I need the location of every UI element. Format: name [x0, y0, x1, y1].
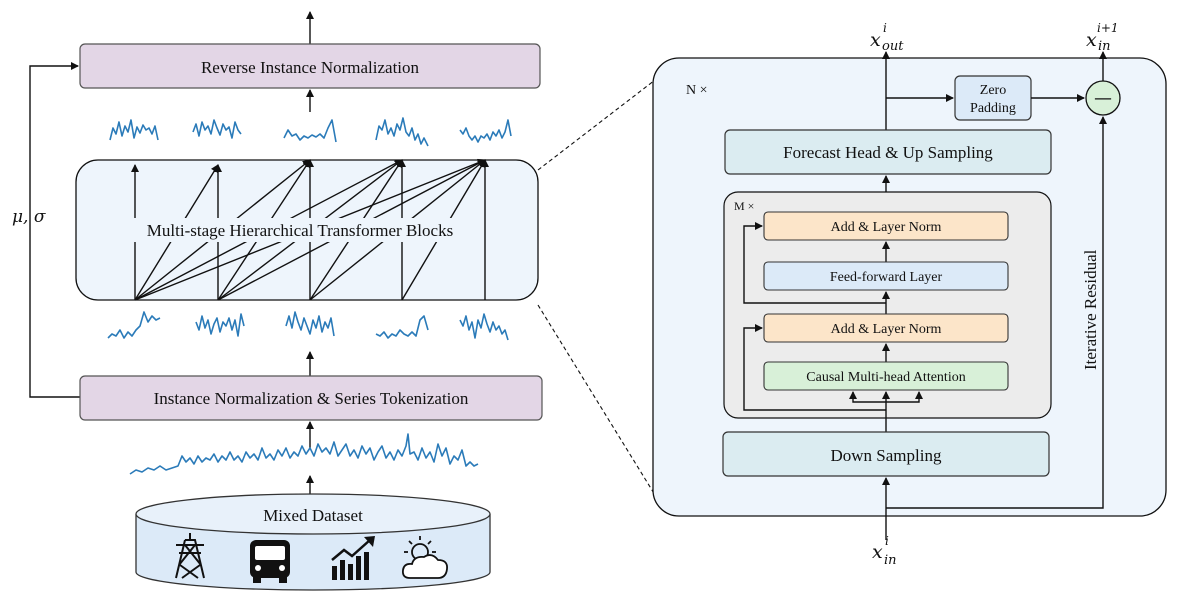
svg-text:i: i [885, 534, 889, 548]
output-wave-3 [283, 119, 337, 143]
attention-inputs [849, 391, 923, 432]
m-times-label: M × [734, 199, 754, 213]
svg-text:x: x [870, 29, 881, 51]
svg-text:Down Sampling: Down Sampling [831, 446, 942, 465]
svg-text:Zero: Zero [980, 83, 1006, 98]
ffn-box: Feed-forward Layer [763, 261, 1009, 291]
svg-text:x: x [872, 541, 883, 563]
svg-text:Padding: Padding [970, 101, 1016, 116]
sun-cloud-icon [401, 536, 448, 579]
svg-text:i+1: i+1 [1097, 21, 1119, 35]
x-out-label: x i out [870, 21, 904, 54]
iterative-residual-label: Iterative Residual [1081, 249, 1100, 370]
stats-skip-path [29, 62, 80, 398]
input-wave-1 [107, 311, 161, 339]
reverse-norm-box: Reverse Instance Normalization [79, 43, 541, 89]
output-wave-1 [109, 119, 159, 141]
svg-text:Forecast Head & Up Sampling: Forecast Head & Up Sampling [783, 143, 993, 162]
hier-label-bg [132, 218, 482, 242]
residual-attn-path [743, 324, 886, 411]
input-wave-4 [375, 315, 429, 339]
input-wave-5 [459, 313, 509, 341]
input-wave-2 [195, 313, 245, 337]
mu-sigma-label: μ, σ [12, 207, 46, 227]
svg-text:in: in [1098, 39, 1111, 54]
x-in-label: x i in [872, 534, 897, 568]
input-token-waves [107, 311, 509, 341]
output-wave-5 [459, 119, 512, 143]
forecast-head-box: Forecast Head & Up Sampling [724, 129, 1052, 175]
iterative-residual-path [886, 116, 1107, 509]
minus-icon: — [1094, 88, 1112, 109]
svg-text:i: i [883, 21, 887, 35]
hier-blocks-label: Multi-stage Hierarchical Transformer Blo… [147, 221, 453, 240]
add-norm-bottom-box: Add & Layer Norm [763, 313, 1009, 343]
raw-series-wave [129, 433, 479, 475]
residual-ffn-path [743, 222, 886, 304]
inst-norm-box: Instance Normalization & Series Tokeniza… [79, 375, 543, 421]
input-wave-3 [285, 311, 335, 337]
svg-text:Add & Layer Norm: Add & Layer Norm [831, 322, 942, 337]
chart-growth-icon [331, 536, 375, 580]
output-wave-2 [192, 119, 242, 139]
down-sampling-box: Down Sampling [722, 431, 1050, 477]
svg-text:Feed-forward Layer: Feed-forward Layer [830, 270, 943, 285]
svg-text:x: x [1086, 29, 1097, 51]
svg-text:out: out [882, 39, 904, 54]
x-in-next-label: x i+1 in [1086, 21, 1119, 54]
mixed-dataset-label: Mixed Dataset [263, 506, 363, 525]
n-times-label: N × [686, 83, 708, 98]
svg-text:Causal Multi-head Attention: Causal Multi-head Attention [806, 370, 965, 385]
attention-box: Causal Multi-head Attention [763, 361, 1009, 391]
power-tower-icon [175, 533, 205, 579]
reverse-norm-label: Reverse Instance Normalization [201, 58, 420, 77]
subtract-node: — [1085, 80, 1121, 116]
bus-icon [250, 540, 290, 583]
add-norm-top-box: Add & Layer Norm [763, 211, 1009, 241]
svg-text:Add & Layer Norm: Add & Layer Norm [831, 220, 942, 235]
mixed-dataset-cylinder: Mixed Dataset [135, 493, 491, 591]
zoom-line-top [537, 79, 656, 171]
output-token-waves [109, 117, 512, 147]
inst-norm-label: Instance Normalization & Series Tokeniza… [154, 389, 469, 408]
svg-text:in: in [884, 553, 897, 568]
output-wave-4 [375, 117, 429, 147]
zoom-line-bottom [537, 304, 656, 496]
zero-padding-box: Zero Padding [954, 75, 1032, 121]
